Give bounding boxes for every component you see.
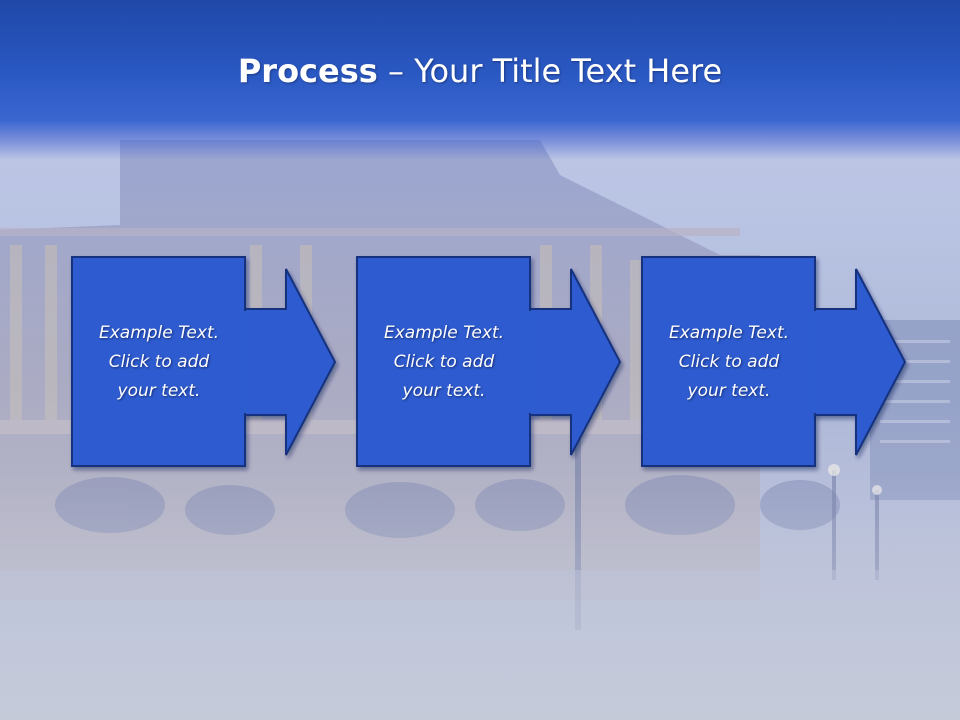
- step-text[interactable]: Example Text. Click to add your text.: [668, 322, 790, 401]
- step-arrow-shape: [641, 256, 907, 467]
- process-step-3[interactable]: Example Text. Click to add your text.: [641, 256, 911, 468]
- step-arrow-shape: [356, 256, 622, 467]
- step-arrow-shape: [71, 256, 337, 467]
- header-band: [0, 0, 960, 160]
- step-text[interactable]: Example Text. Click to add your text.: [383, 322, 505, 401]
- step-text[interactable]: Example Text. Click to add your text.: [98, 322, 220, 401]
- process-step-1[interactable]: Example Text. Click to add your text.: [71, 256, 341, 468]
- title-bold: Process: [237, 52, 378, 90]
- title-rest: – Your Title Text Here: [377, 52, 723, 90]
- process-step-2[interactable]: Example Text. Click to add your text.: [356, 256, 626, 468]
- slide-title[interactable]: Process – Your Title Text Here: [0, 52, 960, 90]
